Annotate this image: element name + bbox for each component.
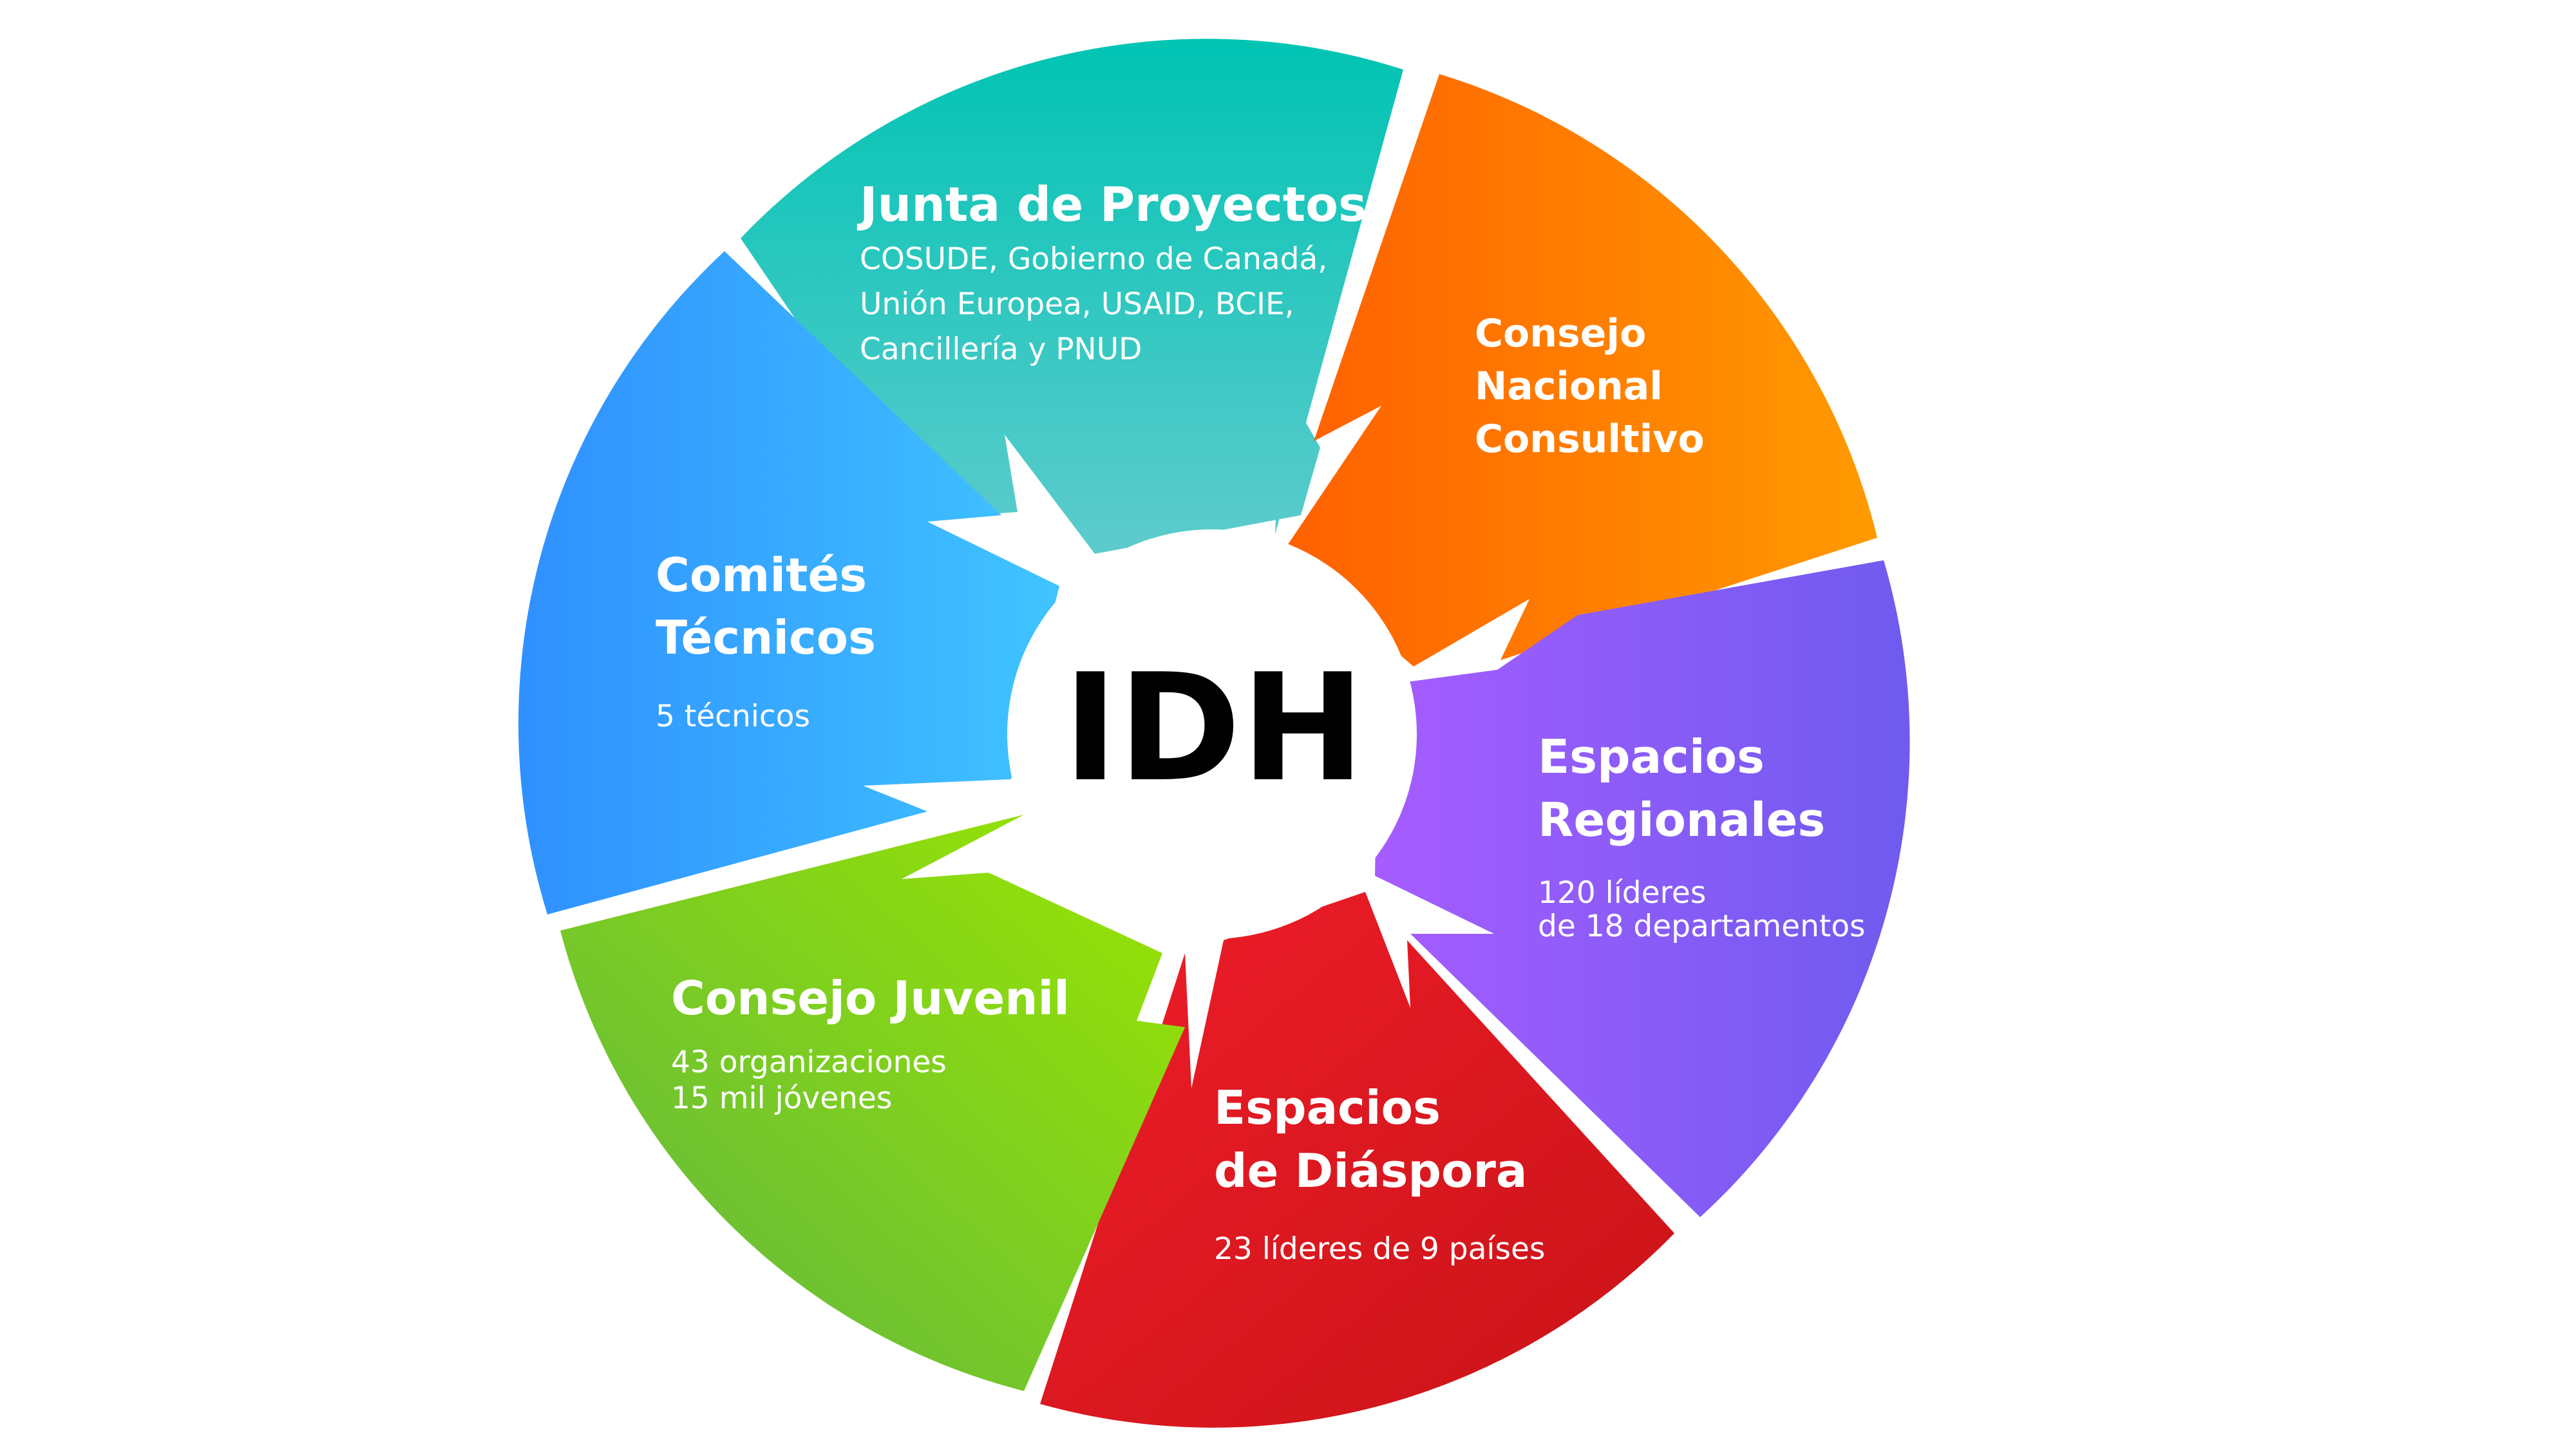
segment-title-line: Espacios	[1538, 730, 1765, 784]
center-label: IDH	[1063, 643, 1365, 815]
segment-description-line: 43 organizaciones	[671, 1045, 947, 1080]
segment-title-line: Comités	[656, 548, 867, 602]
segment-description-line: 120 líderes	[1538, 875, 1706, 911]
segment-title-line: de Diáspora	[1214, 1144, 1527, 1198]
segment-title-line: Junta de Proyectos	[857, 177, 1367, 232]
segment-description-line: 5 técnicos	[656, 699, 810, 734]
segment-title-line: Regionales	[1538, 793, 1825, 847]
segment-title: Espacios de Diáspora	[1214, 1081, 1527, 1198]
segment-title-line: Espacios	[1214, 1081, 1441, 1135]
segment-title: Consejo Juvenil	[671, 971, 1070, 1025]
segment-espacios-diaspora-labels: Espacios de Diáspora 23 líderes de 9 paí…	[1214, 1081, 1545, 1267]
segment-description: COSUDE, Gobierno de Canadá, Unión Europe…	[860, 242, 1337, 367]
segment-espacios-regionales	[1375, 560, 1910, 1217]
segment-description: 23 líderes de 9 países	[1214, 1231, 1545, 1267]
segment-consejo-juvenil	[560, 815, 1185, 1391]
segment-wedges	[518, 39, 1910, 1428]
segment-consejo-juvenil-labels: Consejo Juvenil 43 organizaciones 15 mil…	[671, 971, 1070, 1116]
segment-description-line: Cancillería y PNUD	[860, 332, 1142, 367]
segment-description-line: 15 mil jóvenes	[671, 1081, 892, 1116]
segment-consejo-nacional-consultivo	[1282, 74, 1877, 667]
segment-description: 5 técnicos	[656, 699, 810, 734]
segment-title-line: Consejo Juvenil	[671, 971, 1070, 1025]
segment-espacios-regionales-labels: Espacios Regionales 120 líderes de 18 de…	[1538, 730, 1866, 944]
segment-description-line: 23 líderes de 9 países	[1214, 1231, 1545, 1267]
segment-comites-tecnicos	[518, 251, 1059, 914]
center-hub	[1007, 529, 1417, 939]
segment-junta-labels: Junta de Proyectos COSUDE, Gobierno de C…	[857, 177, 1367, 367]
segment-comites-tecnicos-labels: Comités Técnicos 5 técnicos	[656, 548, 883, 734]
segment-description: 120 líderes de 18 departamentos	[1538, 875, 1866, 944]
segment-description: 43 organizaciones 15 mil jóvenes	[671, 1045, 956, 1116]
segment-description-line: de 18 departamentos	[1538, 909, 1866, 944]
segment-title-line: Técnicos	[656, 611, 876, 665]
segment-espacios-diaspora	[1040, 892, 1674, 1428]
segment-description-line: Unión Europea, USAID, BCIE,	[860, 287, 1294, 322]
segment-title: Comités Técnicos	[656, 548, 883, 665]
segment-title-line: Consultivo	[1475, 417, 1705, 462]
segment-title-line: Consejo	[1475, 311, 1646, 356]
segment-description-line: COSUDE, Gobierno de Canadá,	[860, 242, 1327, 277]
segment-title: Consejo Nacional Consultivo	[1475, 311, 1705, 462]
segment-title: Junta de Proyectos	[857, 177, 1367, 232]
segment-title-line: Nacional	[1475, 364, 1663, 409]
segment-consejo-nacional-labels: Consejo Nacional Consultivo	[1475, 311, 1705, 462]
segment-title: Espacios Regionales	[1538, 730, 1825, 847]
